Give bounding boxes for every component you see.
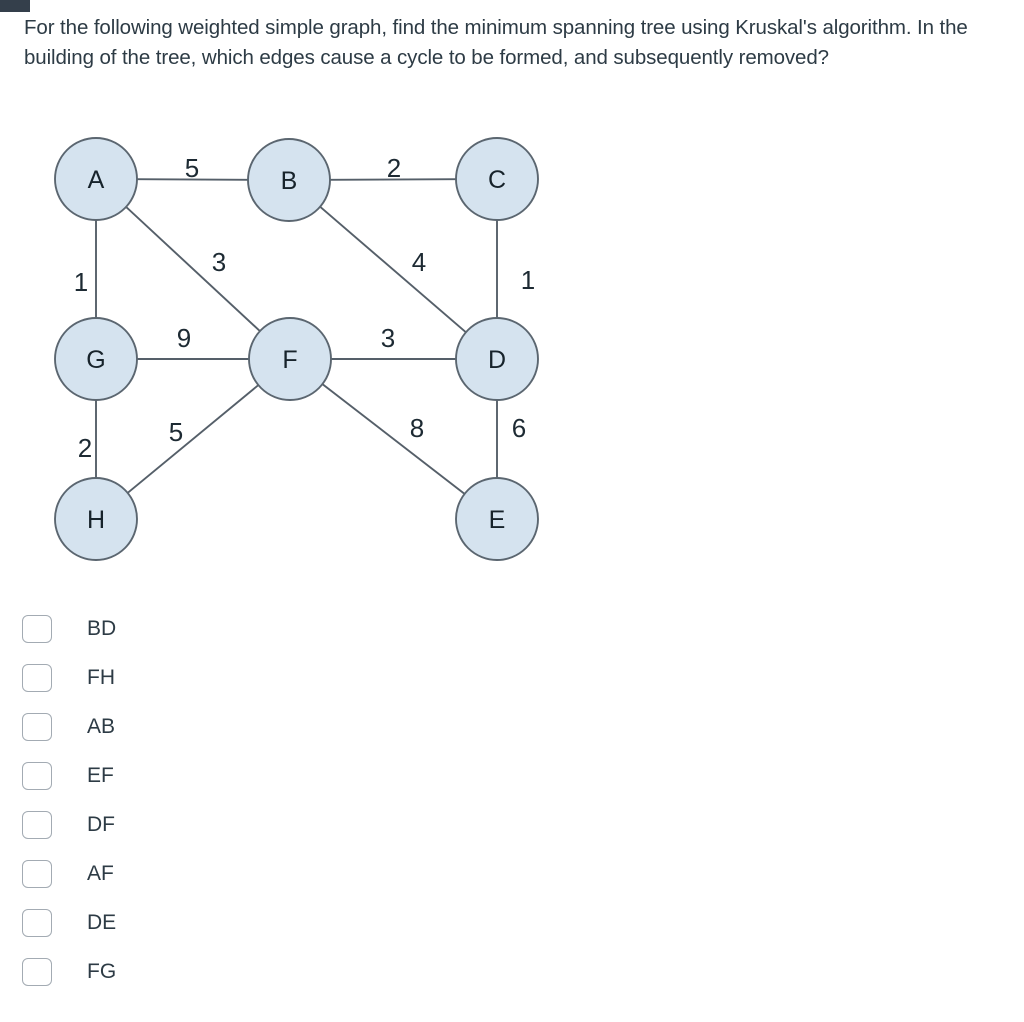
graph-edge-bc: [328, 178, 458, 181]
answer-option-label: FG: [87, 960, 117, 983]
checkbox-de[interactable]: [22, 908, 52, 937]
answer-options-list: BD FH AB EF DF AF DE FG: [0, 604, 500, 996]
graph-edge-af: [124, 205, 262, 333]
graph-svg: A B C G F D H E 5 2 1 3 4 1 9 3 2 5 8 6: [54, 137, 539, 561]
graph-edge-ab: [135, 178, 250, 181]
checkbox-ab[interactable]: [22, 712, 52, 741]
graph-node-d: [455, 317, 539, 401]
checkbox-fh[interactable]: [22, 663, 52, 692]
graph-node-b: [247, 138, 331, 222]
graph-edge-weights-group: 5 2 1 3 4 1 9 3 2 5 8 6: [74, 153, 535, 463]
answer-option-bd[interactable]: BD: [0, 604, 500, 653]
graph-node-f: [248, 317, 332, 401]
graph-node-e: [455, 477, 539, 561]
answer-option-ef[interactable]: EF: [0, 751, 500, 800]
checkbox-fg[interactable]: [22, 957, 52, 986]
graph-node-c: [455, 137, 539, 221]
graph-nodes-group: A B C G F D H E: [54, 137, 539, 561]
edge-weight-cd: 1: [521, 265, 535, 295]
question-prompt: For the following weighted simple graph,…: [24, 16, 968, 69]
answer-option-label: FH: [87, 666, 115, 689]
graph-edges-group: [95, 178, 498, 496]
answer-option-fg[interactable]: FG: [0, 947, 500, 996]
edge-weight-ab: 5: [185, 153, 199, 183]
graph-node-label-a: A: [88, 166, 105, 194]
edge-weight-bd: 4: [412, 247, 426, 277]
graph-node-h: [54, 477, 138, 561]
checkbox-bd[interactable]: [22, 614, 52, 643]
graph-node-label-b: B: [281, 167, 298, 195]
graph-node-label-g: G: [86, 346, 105, 374]
graph-node-label-d: D: [488, 346, 506, 374]
answer-option-label: EF: [87, 764, 114, 787]
edge-weight-fe: 8: [410, 413, 424, 443]
graph-node-label-e: E: [489, 506, 506, 534]
graph-edge-bd: [318, 205, 468, 334]
top-left-marker-bar: [0, 0, 30, 12]
answer-option-af[interactable]: AF: [0, 849, 500, 898]
edge-weight-af: 3: [212, 247, 226, 277]
answer-option-label: BD: [87, 617, 117, 640]
answer-option-de[interactable]: DE: [0, 898, 500, 947]
checkbox-df[interactable]: [22, 810, 52, 839]
graph-node-a: [54, 137, 138, 221]
graph-edge-fe: [321, 382, 466, 496]
edge-weight-gf: 9: [177, 323, 191, 353]
graph-node-label-c: C: [488, 166, 506, 194]
checkbox-ef[interactable]: [22, 761, 52, 790]
graph-node-label-h: H: [87, 506, 105, 534]
edge-weight-gh: 2: [78, 433, 92, 463]
answer-option-label: AB: [87, 715, 116, 738]
edge-weight-bc: 2: [387, 153, 401, 183]
answer-option-label: DE: [87, 911, 117, 934]
answer-option-label: AF: [87, 862, 114, 885]
checkbox-af[interactable]: [22, 859, 52, 888]
graph-edge-hf: [126, 383, 260, 495]
edge-weight-hf: 5: [169, 417, 183, 447]
edge-weight-fd: 3: [381, 323, 395, 353]
answer-option-ab[interactable]: AB: [0, 702, 500, 751]
graph-node-g: [54, 317, 138, 401]
weighted-graph-figure: A B C G F D H E 5 2 1 3 4 1 9 3 2 5 8 6: [0, 118, 600, 578]
graph-node-label-f: F: [282, 346, 297, 374]
edge-weight-ag: 1: [74, 267, 88, 297]
answer-option-fh[interactable]: FH: [0, 653, 500, 702]
edge-weight-de: 6: [512, 413, 526, 443]
answer-option-df[interactable]: DF: [0, 800, 500, 849]
answer-option-label: DF: [87, 813, 115, 836]
